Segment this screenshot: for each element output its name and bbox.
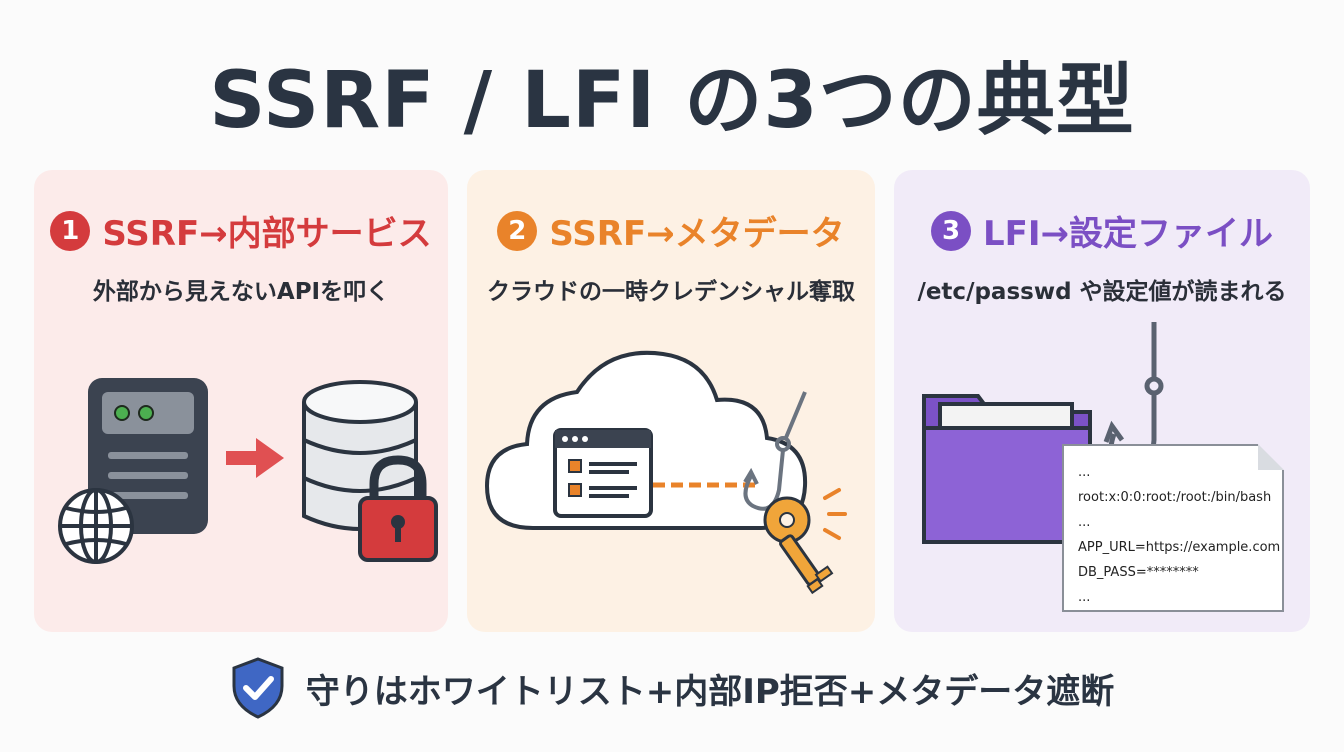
page-title: SSRF / LFI の3つの典型	[209, 56, 1135, 146]
config-line: DB_PASS=********	[1078, 565, 1199, 580]
card-lfi-config: 3 LFI→設定ファイル /etc/passwd や設定値が読まれる ... r…	[894, 170, 1310, 632]
card-ssrf-metadata: 2 SSRF→メタデータ クラウドの一時クレデンシャル奪取	[467, 170, 875, 632]
card-number-badge: 3	[930, 210, 971, 251]
illustration-metadata	[484, 350, 847, 595]
lock-icon	[358, 455, 438, 562]
card-number-badge: 2	[497, 210, 538, 251]
config-line: APP_URL=https://example.com	[1078, 540, 1281, 555]
card-subtitle: クラウドの一時クレデンシャル奪取	[487, 279, 855, 305]
card-heading: 1 SSRF→内部サービス	[34, 206, 448, 255]
document-icon	[1258, 444, 1284, 470]
illustration-internal-service	[58, 378, 438, 564]
footer: 守りはホワイトリスト+内部IP拒否+メタデータ遮断	[0, 656, 1344, 720]
globe-icon	[58, 488, 134, 564]
card-number-badge: 1	[50, 210, 91, 251]
card-ssrf-internal: 1 SSRF→内部サービス 外部から見えないAPIを叩く	[34, 170, 448, 632]
arrow-right-icon	[226, 438, 284, 478]
config-file-document: ... root:x:0:0:root:/root:/bin/bash ... …	[1062, 444, 1284, 612]
server-icon	[88, 378, 208, 534]
key-icon	[763, 488, 847, 595]
fishing-hook-icon	[743, 391, 807, 511]
footer-text: 守りはホワイトリスト+内部IP拒否+メタデータ遮断	[305, 671, 1115, 712]
config-line: ...	[1078, 465, 1091, 480]
card-subtitle: /etc/passwd や設定値が読まれる	[917, 279, 1287, 305]
card-subtitle: 外部から見えないAPIを叩く	[92, 279, 390, 305]
card-heading: 2 SSRF→メタデータ	[467, 206, 875, 255]
card-title: LFI→設定ファイル	[982, 214, 1274, 254]
config-line: root:x:0:0:root:/root:/bin/bash	[1078, 490, 1272, 505]
shield-check-icon	[232, 657, 284, 719]
card-heading: 3 LFI→設定ファイル	[894, 206, 1310, 255]
browser-window-icon	[553, 428, 653, 518]
card-title: SSRF→内部サービス	[102, 214, 432, 254]
illustration-lfi	[922, 322, 1164, 544]
config-line: ...	[1078, 590, 1091, 605]
config-line: ...	[1078, 515, 1091, 530]
folder-icon	[922, 394, 1092, 544]
card-title: SSRF→メタデータ	[549, 214, 845, 254]
